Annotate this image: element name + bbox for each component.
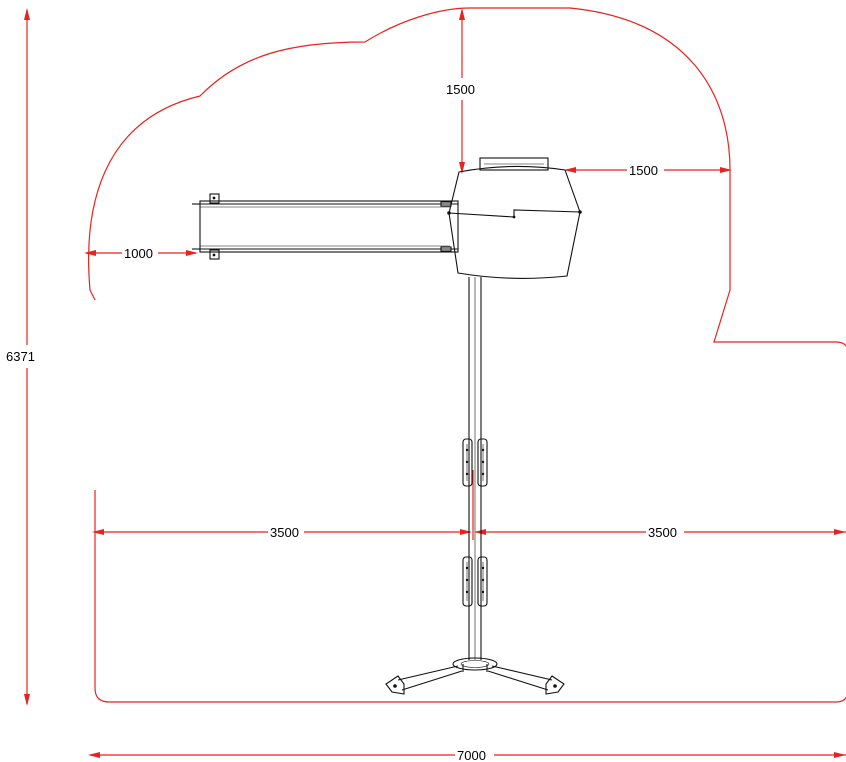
height-dimension: 6371	[6, 8, 35, 706]
height-dimension-label: 6371	[6, 349, 35, 364]
arm-clearance-dimension: 1000	[84, 246, 198, 261]
width-dimension: 7000	[88, 748, 846, 762]
left-half-label: 3500	[270, 525, 299, 540]
top-clearance-label: 1500	[446, 82, 475, 97]
head-unit	[447, 157, 582, 279]
width-dimension-label: 7000	[457, 748, 486, 762]
safety-zone-boundary	[88, 7, 846, 703]
half-width-dimensions: 3500 3500	[92, 470, 846, 540]
horizontal-arm	[192, 193, 459, 260]
right-clearance-dimension: 1500	[564, 163, 732, 178]
upper-clamps	[462, 438, 488, 487]
arm-clearance-label: 1000	[124, 246, 153, 261]
right-clearance-label: 1500	[629, 163, 658, 178]
top-clearance-dimension: 1500	[446, 8, 475, 174]
tripod-base	[385, 657, 565, 695]
right-half-label: 3500	[648, 525, 677, 540]
support-column	[468, 277, 482, 660]
lower-clamps	[462, 556, 488, 607]
